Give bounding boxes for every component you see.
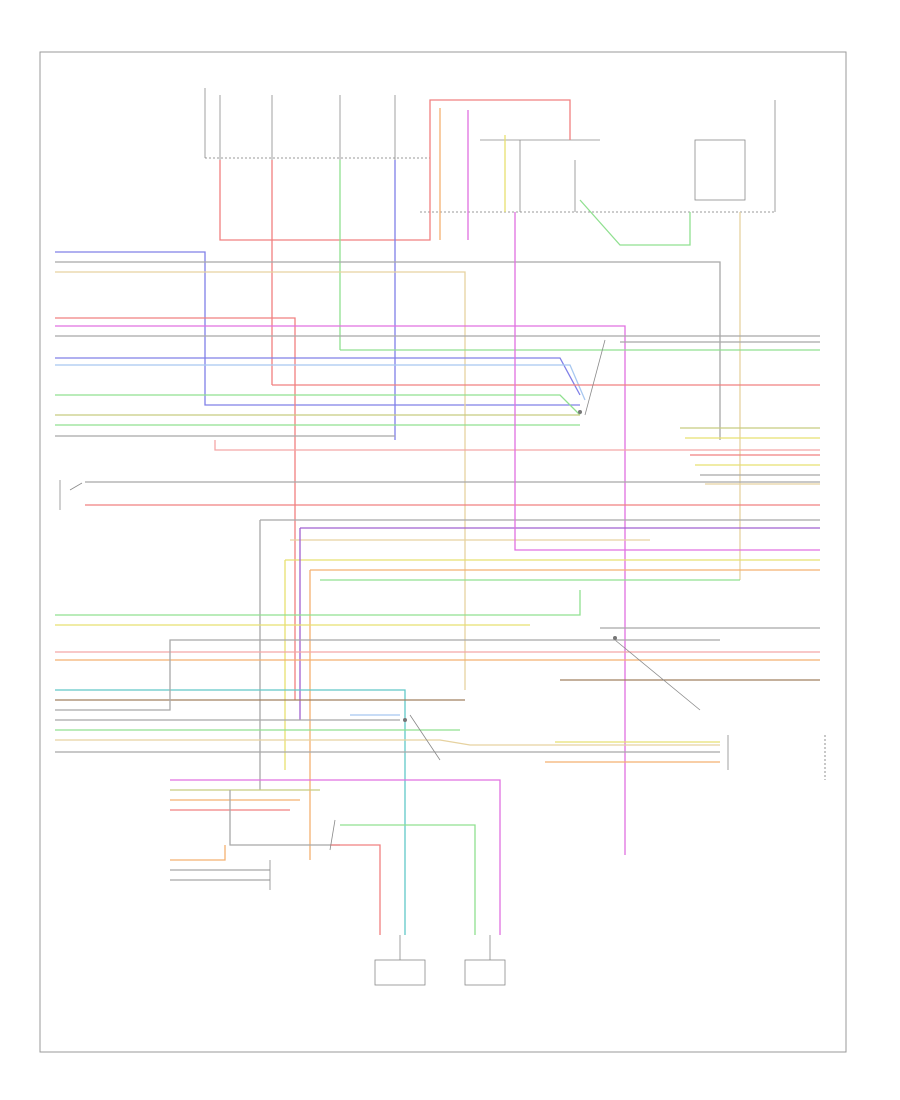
wire-violet-sensor: [330, 779, 501, 935]
wire-tan-left-1: [55, 271, 466, 690]
relay-module: [694, 139, 746, 201]
wire-green-left-6: [55, 590, 581, 616]
fuse-box: [204, 88, 430, 160]
wire-orange-bottom-1: [170, 845, 226, 861]
wire-violet-mid-2: [514, 212, 820, 551]
splice-leader-2: [614, 639, 701, 711]
splice-leader-3: [409, 714, 441, 761]
switch-arm: [69, 482, 83, 491]
splice-leader-4: [329, 819, 336, 851]
wire-tan-left-9: [55, 739, 720, 746]
splice-leader-1: [584, 339, 606, 416]
splice-point-2: [578, 410, 582, 414]
temperature-sensor-box: [374, 959, 426, 986]
wire-green-sensor: [340, 824, 476, 935]
splice-point-1: [403, 718, 407, 722]
switch-symbol: [59, 480, 83, 510]
wire-blue-left-1: [55, 251, 580, 406]
wire-cyan-left-8: [55, 689, 406, 935]
wire-lightblue-left-3: [55, 364, 586, 401]
wire-green-left-4: [55, 394, 581, 416]
wire-blue-left-3: [55, 357, 581, 396]
wire-violet-left-2: [55, 325, 626, 855]
wire-gray-left-1: [55, 261, 721, 440]
speed-sensor-box: [464, 959, 506, 986]
diagram-border: [39, 51, 847, 1053]
wire-gray-low-1: [229, 790, 340, 846]
wire-red-top: [219, 99, 571, 241]
wire-red-left-2: [55, 317, 296, 700]
wire-green-relay: [579, 199, 691, 246]
wire-gray-left-8: [55, 639, 720, 711]
splice-point-3: [613, 636, 617, 640]
wire-red-sensor: [330, 844, 381, 935]
wire-pink-right-3: [214, 440, 820, 451]
relay-box: [420, 100, 776, 213]
